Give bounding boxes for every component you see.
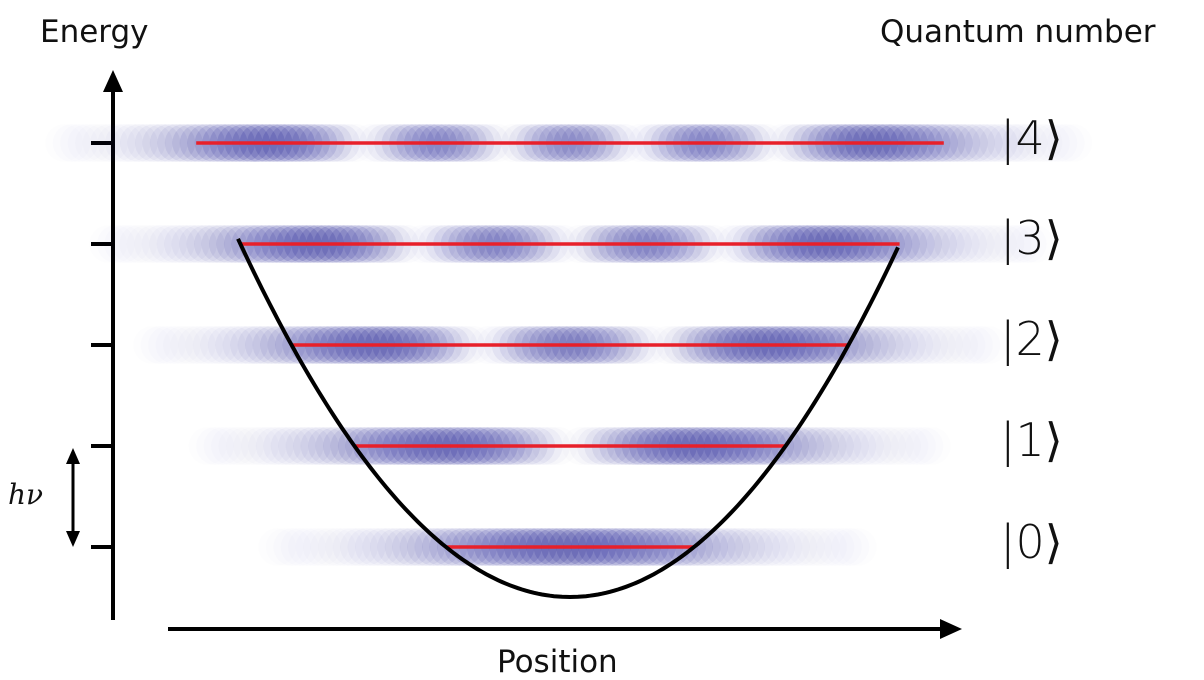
ket-3-label: |3⟩ (1000, 211, 1063, 265)
h-nu-double-arrow (66, 448, 80, 547)
density-blob (201, 225, 240, 263)
quantum-number-label: Quantum number (880, 14, 1156, 50)
density-blob (323, 427, 361, 465)
density-blob (414, 528, 453, 566)
density-blob (149, 124, 188, 162)
density-blob (293, 427, 332, 465)
density-blob (171, 225, 210, 263)
density-blob (808, 427, 847, 465)
h-nu-label: hν (8, 478, 44, 511)
density-blob (237, 326, 276, 364)
density-blob (164, 124, 203, 162)
position-axis-label: Position (497, 644, 618, 680)
density-blob (839, 528, 877, 566)
density-blob (186, 225, 225, 263)
density-blob (230, 326, 269, 364)
ket-1-label: |1⟩ (1000, 413, 1063, 467)
density-blob (927, 124, 966, 162)
density-blob (942, 124, 981, 162)
density-blob (889, 225, 928, 263)
density-blob (704, 528, 743, 566)
density-blob (919, 225, 957, 263)
density-blob (209, 225, 247, 263)
density-blob (369, 528, 408, 566)
density-blob (793, 427, 832, 465)
density-blob (172, 124, 211, 162)
position-axis-arrowhead (940, 619, 962, 639)
density-blob (972, 124, 1011, 162)
density-blob (689, 528, 728, 566)
density-blob (157, 124, 196, 162)
density-blob (857, 326, 896, 364)
density-blob (786, 427, 824, 465)
energy-ticks (91, 141, 113, 549)
density-blob (245, 326, 284, 364)
density-blob (422, 528, 460, 566)
density-blob (719, 528, 758, 566)
energy-levels (196, 141, 944, 549)
ket-0-label: |0⟩ (1000, 515, 1063, 569)
density-blob (179, 225, 218, 263)
potential-parabola (236, 237, 900, 600)
density-blob (134, 124, 173, 162)
density-blob (127, 124, 166, 162)
density-blob (911, 225, 950, 263)
density-blob (850, 326, 889, 364)
density-blob (712, 528, 751, 566)
density-blob (300, 427, 339, 465)
density-blob (778, 427, 817, 465)
density-blob (315, 427, 354, 465)
density-blob (949, 124, 988, 162)
density-blob (913, 427, 951, 465)
density-blob (734, 528, 773, 566)
density-blob (142, 124, 181, 162)
density-blob (308, 427, 347, 465)
density-blob (278, 427, 317, 465)
density-blob (285, 427, 324, 465)
density-blob (399, 528, 438, 566)
density-blob (823, 427, 862, 465)
density-blob (194, 225, 232, 263)
density-blob (222, 326, 261, 364)
density-blob (800, 427, 839, 465)
density-blob (377, 528, 416, 566)
density-blob (865, 326, 904, 364)
density-blob (957, 124, 996, 162)
density-blob (384, 528, 423, 566)
density-blob (682, 528, 721, 566)
density-blob (881, 225, 920, 263)
density-blob (727, 528, 766, 566)
ket-4-label: |4⟩ (1000, 111, 1063, 165)
ket-2-label: |2⟩ (1000, 312, 1063, 366)
density-blob (926, 225, 965, 263)
energy-axis-arrowhead (103, 70, 123, 92)
density-blob (964, 124, 1003, 162)
density-blob (880, 326, 919, 364)
density-blob (872, 326, 911, 364)
density-blob (934, 124, 973, 162)
energy-axis-label: Energy (40, 14, 149, 50)
density-blob (815, 427, 854, 465)
density-blob (904, 225, 942, 263)
density-level-0 (369, 528, 877, 566)
density-blob (392, 528, 431, 566)
density-blob (896, 225, 935, 263)
density-blob (252, 326, 291, 364)
probability-densities (127, 124, 1011, 566)
